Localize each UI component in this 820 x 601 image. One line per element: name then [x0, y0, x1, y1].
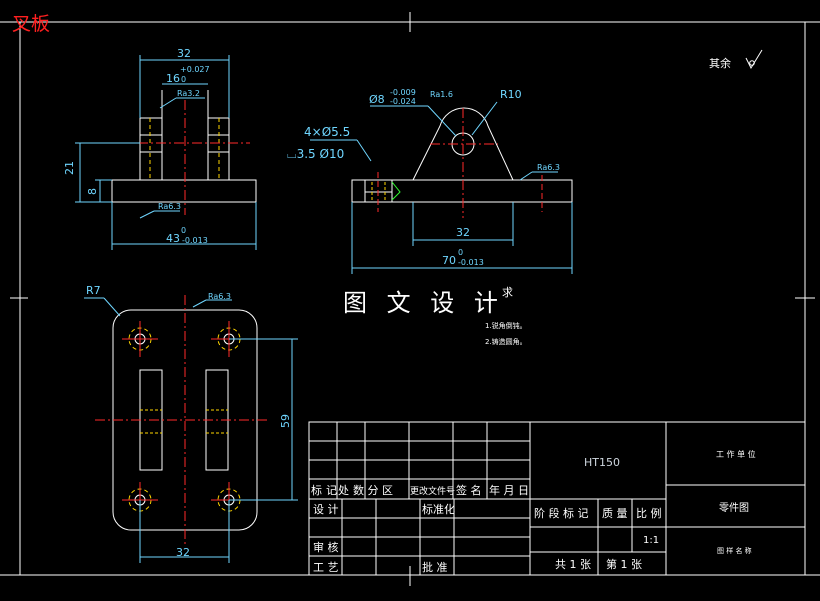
- top-dim-height: 59: [279, 414, 292, 428]
- side-dim-total-tol-lower: -0.013: [458, 258, 484, 267]
- title-block-grid: [308, 421, 806, 576]
- front-dim-base-width: 43: [166, 232, 180, 245]
- tech-requirements: 求 1.锐角倒钝。 2.铸造圆角。: [485, 286, 527, 346]
- side-view: Ø8 -0.009 -0.024 Ra1.6 R10 4×Ø5.5 ⌴3.5 Ø…: [287, 88, 573, 274]
- label-approve: 批 准: [422, 560, 448, 574]
- scale-value: 1:1: [643, 535, 659, 546]
- header-count: 记: [326, 484, 337, 497]
- front-dim-inner-tol-lower: 0: [181, 75, 186, 84]
- label-design: 设 计: [313, 503, 339, 516]
- front-dim-base-tol-lower: -0.013: [182, 236, 208, 245]
- front-view-hidden: [149, 118, 220, 180]
- front-view-centerlines: [120, 100, 250, 215]
- front-view-outline: [111, 90, 257, 203]
- corner-title: 叉板: [12, 13, 50, 35]
- label-scale: 比 例: [636, 506, 662, 520]
- roughness-symbol-icon: [745, 49, 763, 70]
- front-roughness: Ra3.2: [177, 89, 200, 98]
- side-holes-note: 4×Ø5.5: [304, 125, 350, 139]
- tech-req-item1: 1.锐角倒钝。: [485, 321, 527, 330]
- side-radius: R10: [500, 88, 522, 101]
- roughness-note: 其余: [709, 49, 763, 70]
- sheets-total: 共 1 张: [555, 558, 591, 571]
- label-mass: 质 量: [602, 507, 628, 520]
- material-field: HT150: [584, 456, 620, 469]
- header-date: 年 月 日: [489, 483, 529, 497]
- roughness-note-label: 其余: [709, 56, 731, 70]
- side-counterbore-note: ⌴3.5 Ø10: [287, 147, 344, 161]
- header-change: 更改文件号: [410, 485, 455, 497]
- side-view-section-mark: [391, 181, 401, 201]
- sheet-number: 第 1 张: [606, 557, 642, 571]
- label-standard: 标准化: [422, 502, 455, 516]
- side-view-centerlines: [377, 108, 543, 218]
- header-sign: 签 名: [456, 483, 482, 497]
- label-process: 工 艺: [313, 561, 339, 574]
- part-name-field: 零件图: [719, 502, 749, 514]
- front-dim-base-tol-upper: 0: [181, 226, 186, 235]
- front-dim-inner: 16: [166, 72, 180, 85]
- front-dim-inner-tol-upper: +0.027: [180, 65, 210, 74]
- top-radius: R7: [86, 284, 101, 297]
- roughness-circle-icon: [749, 60, 755, 66]
- side-bore-tol-upper: -0.009: [390, 88, 416, 97]
- front-dim-height-total: 21: [63, 161, 76, 175]
- top-dim-width: 32: [176, 546, 190, 559]
- front-view: 32 16 +0.027 0 Ra3.2 21 8 Ra6.3 43 0 -0.…: [63, 47, 257, 250]
- front-dim-width-top: 32: [177, 47, 191, 60]
- side-dim-total: 70: [442, 254, 456, 267]
- top-roughness: Ra6.3: [208, 292, 231, 301]
- header-zone: 数 分 区: [353, 484, 393, 497]
- side-bore-roughness: Ra1.6: [430, 90, 453, 99]
- top-view: R7 Ra6.3 59 32: [84, 284, 298, 563]
- side-dim-center: 32: [456, 226, 470, 239]
- side-dim-total-tol-upper: 0: [458, 248, 463, 257]
- front-view-dimensions: [75, 55, 257, 250]
- top-view-dimensions: [84, 297, 298, 563]
- side-view-hidden: [371, 182, 386, 200]
- side-bore-dim: Ø8: [369, 93, 385, 106]
- side-view-dimensions: [310, 101, 573, 274]
- tech-req-item2: 2.铸造圆角。: [485, 337, 527, 346]
- top-view-centerlines: [95, 295, 270, 545]
- side-roughness: Ra6.3: [537, 163, 560, 172]
- header-mark: 标: [311, 483, 322, 497]
- header-place: 处: [338, 484, 349, 497]
- front-dim-height-base: 8: [86, 188, 99, 195]
- company-field: 工 作 单 位: [716, 449, 756, 459]
- side-bore-tol-lower: -0.024: [390, 97, 416, 106]
- label-stage: 阶 段 标 记: [534, 506, 589, 520]
- tech-req-heading: 求: [502, 286, 513, 299]
- title-block: HT150 工 作 单 位 零件图 图 样 名 称 标 记 处 数 分 区 更改…: [308, 421, 806, 576]
- watermark-text: 图 文 设 计: [343, 289, 504, 317]
- label-review: 审 核: [313, 540, 339, 554]
- drawing-no-field: 图 样 名 称: [717, 546, 752, 555]
- front-roughness-base: Ra6.3: [158, 202, 181, 211]
